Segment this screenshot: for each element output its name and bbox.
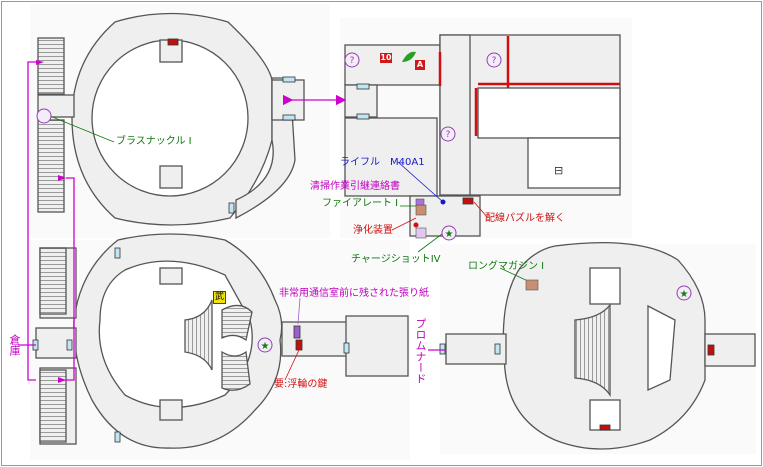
badge-a: A	[415, 60, 425, 70]
star-ring	[441, 225, 457, 241]
connector-left-inner	[66, 177, 75, 381]
mystery-box-icon: ?	[492, 56, 497, 66]
leader-float-key	[284, 349, 300, 381]
stairs-top-left	[37, 37, 65, 95]
label-wiring-puzzle: 配線パズルを解く	[485, 213, 565, 224]
door-cyan-4	[356, 113, 370, 120]
stairs-mark: ⊟	[554, 164, 564, 177]
arrow-mid-left	[58, 175, 66, 181]
star-ring	[257, 337, 273, 353]
door-cyan-9	[114, 431, 121, 443]
star-icon: ★	[680, 289, 689, 300]
star-ring	[676, 285, 692, 301]
leader-charge-shot	[417, 233, 443, 253]
star-icon: ★	[261, 341, 270, 352]
stairs-left-lower	[37, 119, 65, 213]
door-red-float-key	[295, 339, 303, 351]
arrow-bottom-left	[58, 377, 66, 383]
door-cyan-11	[494, 343, 501, 355]
door-red-right	[707, 344, 715, 356]
stairs-bottom-left-2	[39, 369, 67, 443]
door-cyan-7	[66, 339, 73, 351]
cleaning-order-note	[415, 198, 425, 206]
arrow-top-left	[36, 60, 44, 65]
save-typewriter-icon	[36, 108, 52, 124]
leader-note	[297, 297, 301, 325]
weapon-marker: 武	[213, 291, 227, 304]
fire-rate-item	[415, 204, 427, 216]
label-cleaning-order: 清掃作業引継連絡書	[310, 181, 400, 192]
leaf-icon	[402, 51, 416, 62]
mystery-box-icon: ?	[446, 130, 451, 140]
purifier-marker	[413, 222, 419, 228]
stairs-curved-upper	[221, 304, 253, 342]
mystery-box-icon	[440, 126, 456, 142]
leader-brass	[49, 115, 115, 143]
door-cyan-1	[282, 76, 296, 83]
label-fire-rate: ファイアレート I	[322, 198, 399, 209]
door-cyan-3	[356, 83, 370, 90]
save-typewriter-icon	[415, 227, 427, 239]
stairs-bottom-left-1	[39, 247, 67, 315]
door-cyan-5	[228, 202, 235, 214]
door-cyan-6	[114, 247, 121, 259]
mystery-box-icon	[486, 52, 502, 68]
door-red-bottom	[599, 424, 611, 431]
leader-long-mag	[499, 267, 531, 283]
rifle-marker	[440, 199, 446, 205]
leader-wiring	[473, 201, 489, 219]
label-purifier: 浄化装置	[353, 225, 393, 236]
leader-purifier	[391, 217, 417, 231]
leader-rifle	[397, 161, 444, 203]
connector-left-outer	[27, 61, 38, 381]
upper-right-building	[344, 34, 621, 237]
label-charge-shot: チャージショットIV	[351, 254, 441, 265]
stairs-curved-lower	[221, 350, 251, 391]
label-long-magazine: ロングマガジン I	[468, 261, 545, 272]
label-warehouse: 倉庫	[8, 334, 21, 356]
door-purple-note	[293, 325, 301, 339]
label-rifle: ライフル M40A1	[340, 157, 425, 168]
long-magazine-item	[525, 279, 539, 291]
door-red-top	[167, 38, 179, 46]
label-brass-knuckle: ブラスナックル I	[116, 136, 192, 147]
mystery-box-icon	[344, 52, 360, 68]
badge-10: 10	[380, 53, 392, 63]
label-promenade: プロムナード	[414, 318, 427, 384]
right-circular-room	[445, 242, 756, 450]
label-comm-room-note: 非常用通信室前に残された張り紙	[279, 288, 429, 299]
star-icon: ★	[445, 229, 454, 240]
door-red-wiring	[462, 197, 474, 205]
door-cyan-12	[439, 343, 446, 355]
mystery-box-icon: ?	[350, 56, 355, 66]
door-cyan-2	[282, 114, 296, 121]
label-float-key: 要:浮輪の鍵	[274, 379, 328, 390]
door-cyan-10	[343, 342, 350, 354]
upper-circular-room	[37, 12, 305, 226]
